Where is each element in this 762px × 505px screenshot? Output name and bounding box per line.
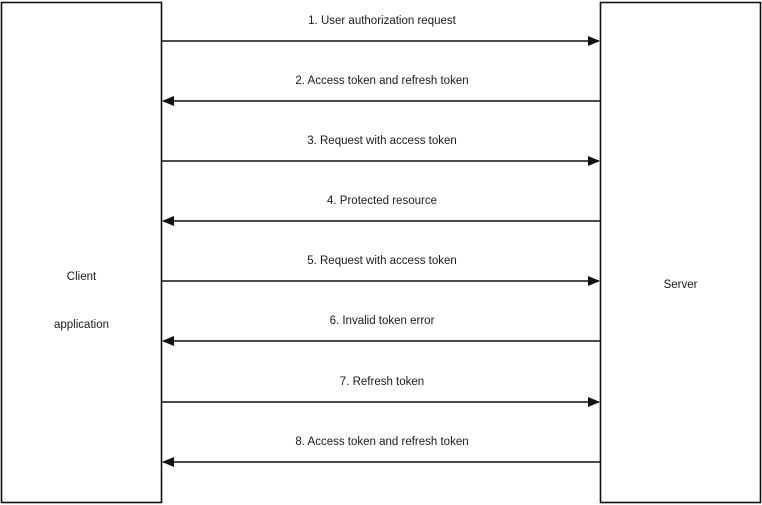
participant-box-server[interactable]: [599, 1, 762, 504]
message-label-2: 2. Access token and refresh token: [295, 75, 469, 87]
participant-box-client[interactable]: [0, 1, 163, 504]
message-label-3: 3. Request with access token: [307, 135, 457, 147]
message-label-7: 7. Refresh token: [339, 376, 425, 388]
message-label-1: 1. User authorization request: [308, 15, 456, 27]
message-label-5: 5. Request with access token: [307, 255, 457, 267]
message-label-8: 8. Access token and refresh token: [295, 436, 469, 448]
message-label-4: 4. Protected resource: [327, 195, 437, 207]
message-label-6: 6. Invalid token error: [329, 315, 435, 327]
